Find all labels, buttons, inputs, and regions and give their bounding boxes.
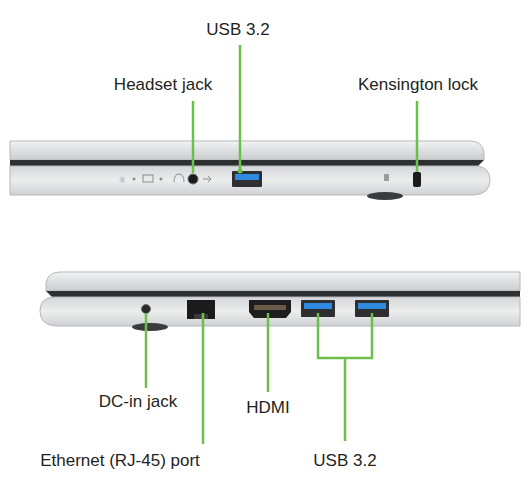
- svg-text:☼: ☼: [118, 175, 126, 185]
- lid: [46, 272, 520, 291]
- usb-tongue: [304, 303, 332, 309]
- leader-bracket: [318, 313, 372, 441]
- status-icons: ☼: [118, 174, 184, 185]
- ethernet-port: [187, 300, 215, 319]
- ethernet-latch: [194, 314, 208, 319]
- port-label: Kensington lock: [356, 75, 480, 95]
- port-label: USB 3.2: [311, 451, 378, 471]
- usb-port: [232, 171, 262, 187]
- hdmi-contacts: [254, 305, 286, 310]
- lock-icon: [384, 174, 389, 181]
- leader-line: [192, 101, 195, 173]
- leader-line: [239, 45, 242, 171]
- port-label: DC-in jack: [97, 392, 179, 412]
- kensington-slot: [413, 172, 421, 187]
- usb-tongue: [235, 174, 259, 180]
- port-label: Headset jack: [112, 75, 214, 95]
- foot: [132, 323, 168, 331]
- dc-in-jack: [142, 305, 151, 314]
- laptop-left-side: [40, 272, 520, 331]
- hdmi-port: [249, 300, 291, 318]
- port-label: HDMI: [244, 398, 291, 418]
- leader-line: [145, 313, 148, 388]
- usb-icon: [203, 176, 211, 182]
- foot: [367, 192, 403, 200]
- lid: [10, 141, 484, 160]
- hinge-gap: [46, 291, 520, 297]
- port-label: Ethernet (RJ-45) port: [38, 451, 202, 471]
- leader-line: [267, 313, 270, 392]
- headset-jack: [188, 174, 198, 184]
- leader-lines: [146, 45, 417, 444]
- usb-tongue: [358, 303, 386, 309]
- base: [40, 297, 520, 326]
- hinge-gap: [10, 160, 484, 166]
- leader-line: [416, 101, 419, 172]
- leader-line: [202, 313, 205, 444]
- port-label: USB 3.2: [204, 20, 271, 40]
- leader-dot: [238, 169, 243, 174]
